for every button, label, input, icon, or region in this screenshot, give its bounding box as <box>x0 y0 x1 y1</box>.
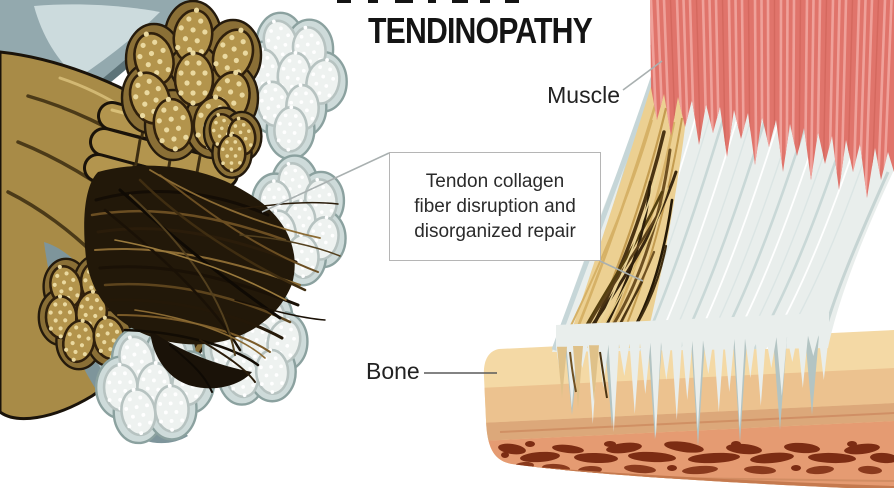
muscle-callout-line <box>622 60 663 91</box>
callout-line-right <box>599 260 644 282</box>
bone-marrow-cavities <box>498 441 894 475</box>
callout-box: Tendon collagen fiber disruption and dis… <box>389 152 601 261</box>
annotation-lines <box>261 0 663 374</box>
bone-label: Bone <box>366 358 420 384</box>
callout-line-left <box>261 152 390 213</box>
tendon-cross-section-illustration <box>0 0 348 445</box>
cropped-text-remnants <box>337 0 519 3</box>
callout-text: Tendon collagen fiber disruption and dis… <box>414 170 576 243</box>
page-title: TENDINOPATHY <box>367 10 593 51</box>
frayed-fibers <box>84 165 341 393</box>
muscle-label: Muscle <box>547 82 620 108</box>
tendon-insertion-fringe <box>556 312 829 446</box>
